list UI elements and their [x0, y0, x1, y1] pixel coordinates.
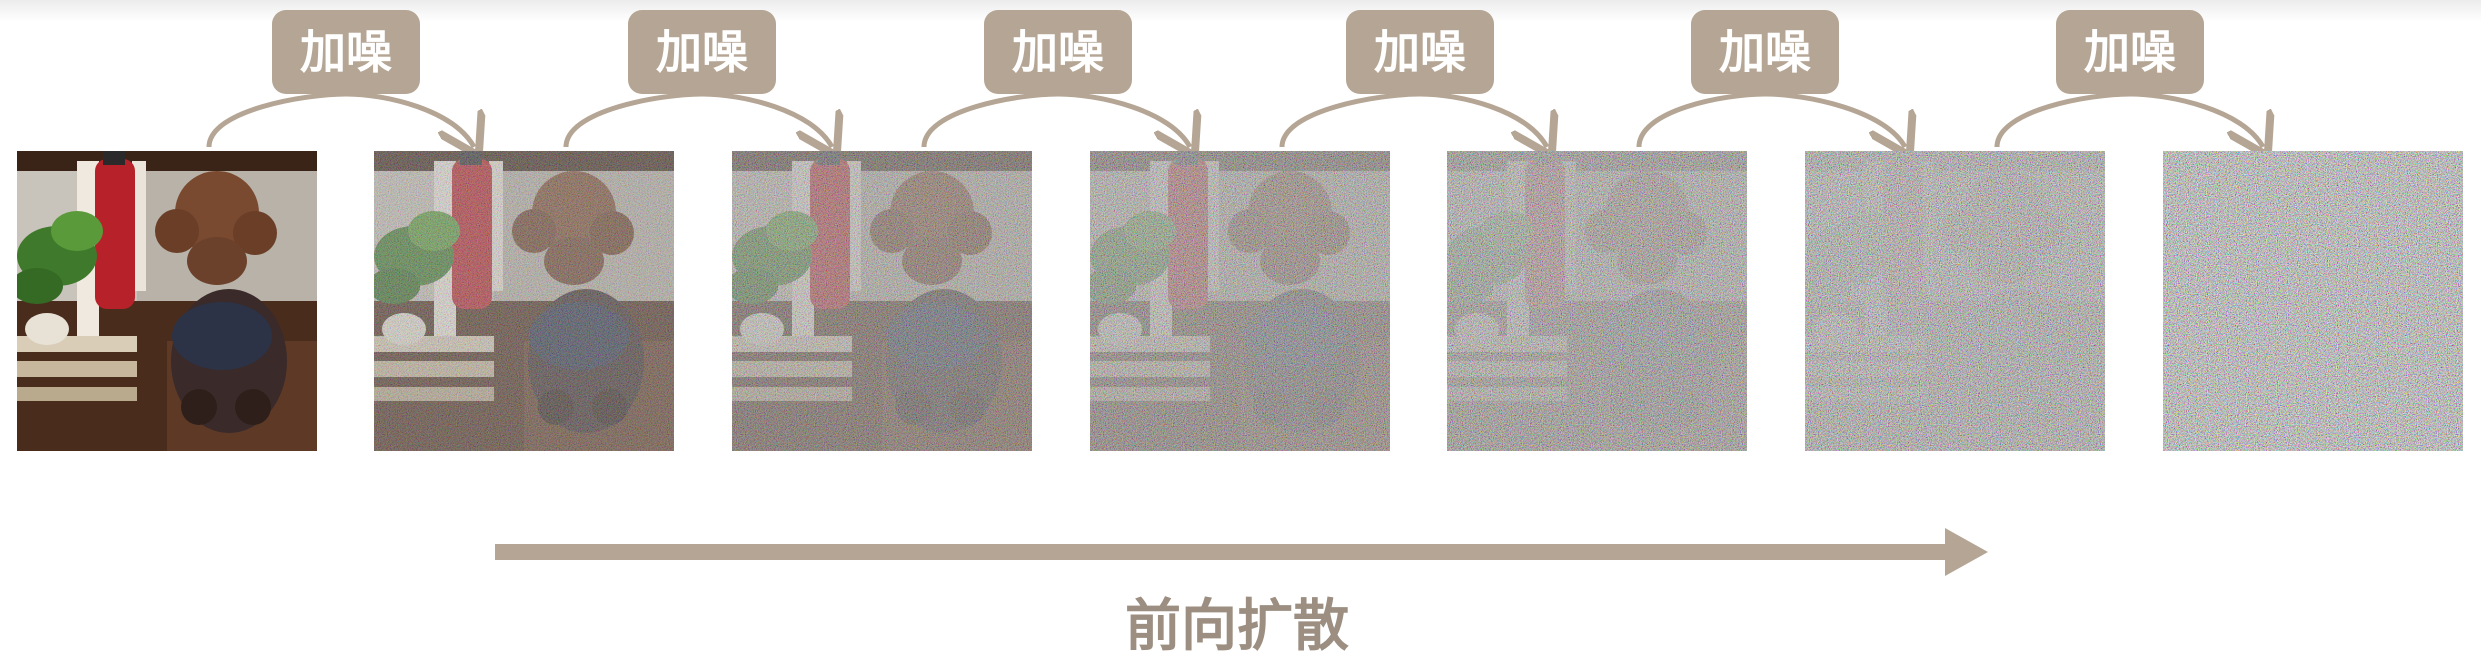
noise-step-arrow — [1994, 91, 2263, 147]
diffusion-frame-4 — [1090, 151, 1390, 451]
frame-noise-overlay — [2163, 151, 2463, 451]
diffusion-frame-1 — [17, 151, 317, 451]
noise-step-label: 加噪 — [656, 25, 748, 79]
noise-step-1: 加噪 — [206, 10, 474, 147]
noise-step-arrow — [563, 91, 832, 147]
noise-step-5: 加噪 — [1636, 10, 1905, 147]
frame-noise-overlay — [1090, 151, 1390, 451]
frame-noise-overlay — [374, 151, 674, 451]
diffusion-frame-6 — [1805, 151, 2105, 451]
frame-noise-overlay — [732, 151, 1032, 451]
noise-step-arrow — [921, 91, 1190, 147]
forward-arrow-head — [1945, 528, 1988, 576]
frame-photo — [17, 151, 317, 451]
noise-step-arrow — [206, 91, 474, 147]
noise-step-label: 加噪 — [1012, 25, 1104, 79]
top-strip — [0, 0, 2481, 22]
diffusion-frame-7 — [2163, 151, 2463, 451]
noise-step-badge — [1346, 10, 1494, 94]
noise-step-arrow — [1636, 91, 1905, 147]
diffusion-frame-2 — [374, 151, 674, 451]
noise-step-badge — [1691, 10, 1839, 94]
frame-noise-overlay — [1805, 151, 2105, 451]
diffusion-frame-3 — [732, 151, 1032, 451]
noise-step-badge — [628, 10, 776, 94]
noise-step-6: 加噪 — [1994, 10, 2263, 147]
forward-diffusion-caption: 前向扩散 — [1125, 594, 1349, 659]
noise-step-arrow — [1279, 91, 1547, 147]
noise-step-label: 加噪 — [1374, 25, 1466, 79]
noise-step-badge — [2056, 10, 2204, 94]
noise-step-4: 加噪 — [1279, 10, 1547, 147]
noise-step-3: 加噪 — [921, 10, 1190, 147]
noise-step-2: 加噪 — [563, 10, 832, 147]
noise-step-label: 加噪 — [300, 25, 392, 79]
diffusion-frame-5 — [1447, 151, 1747, 451]
noise-step-badge — [984, 10, 1132, 94]
noise-step-label: 加噪 — [2084, 25, 2176, 79]
noise-step-label: 加噪 — [1719, 25, 1811, 79]
frame-noise-overlay — [1447, 151, 1747, 451]
noise-step-badge — [272, 10, 420, 94]
